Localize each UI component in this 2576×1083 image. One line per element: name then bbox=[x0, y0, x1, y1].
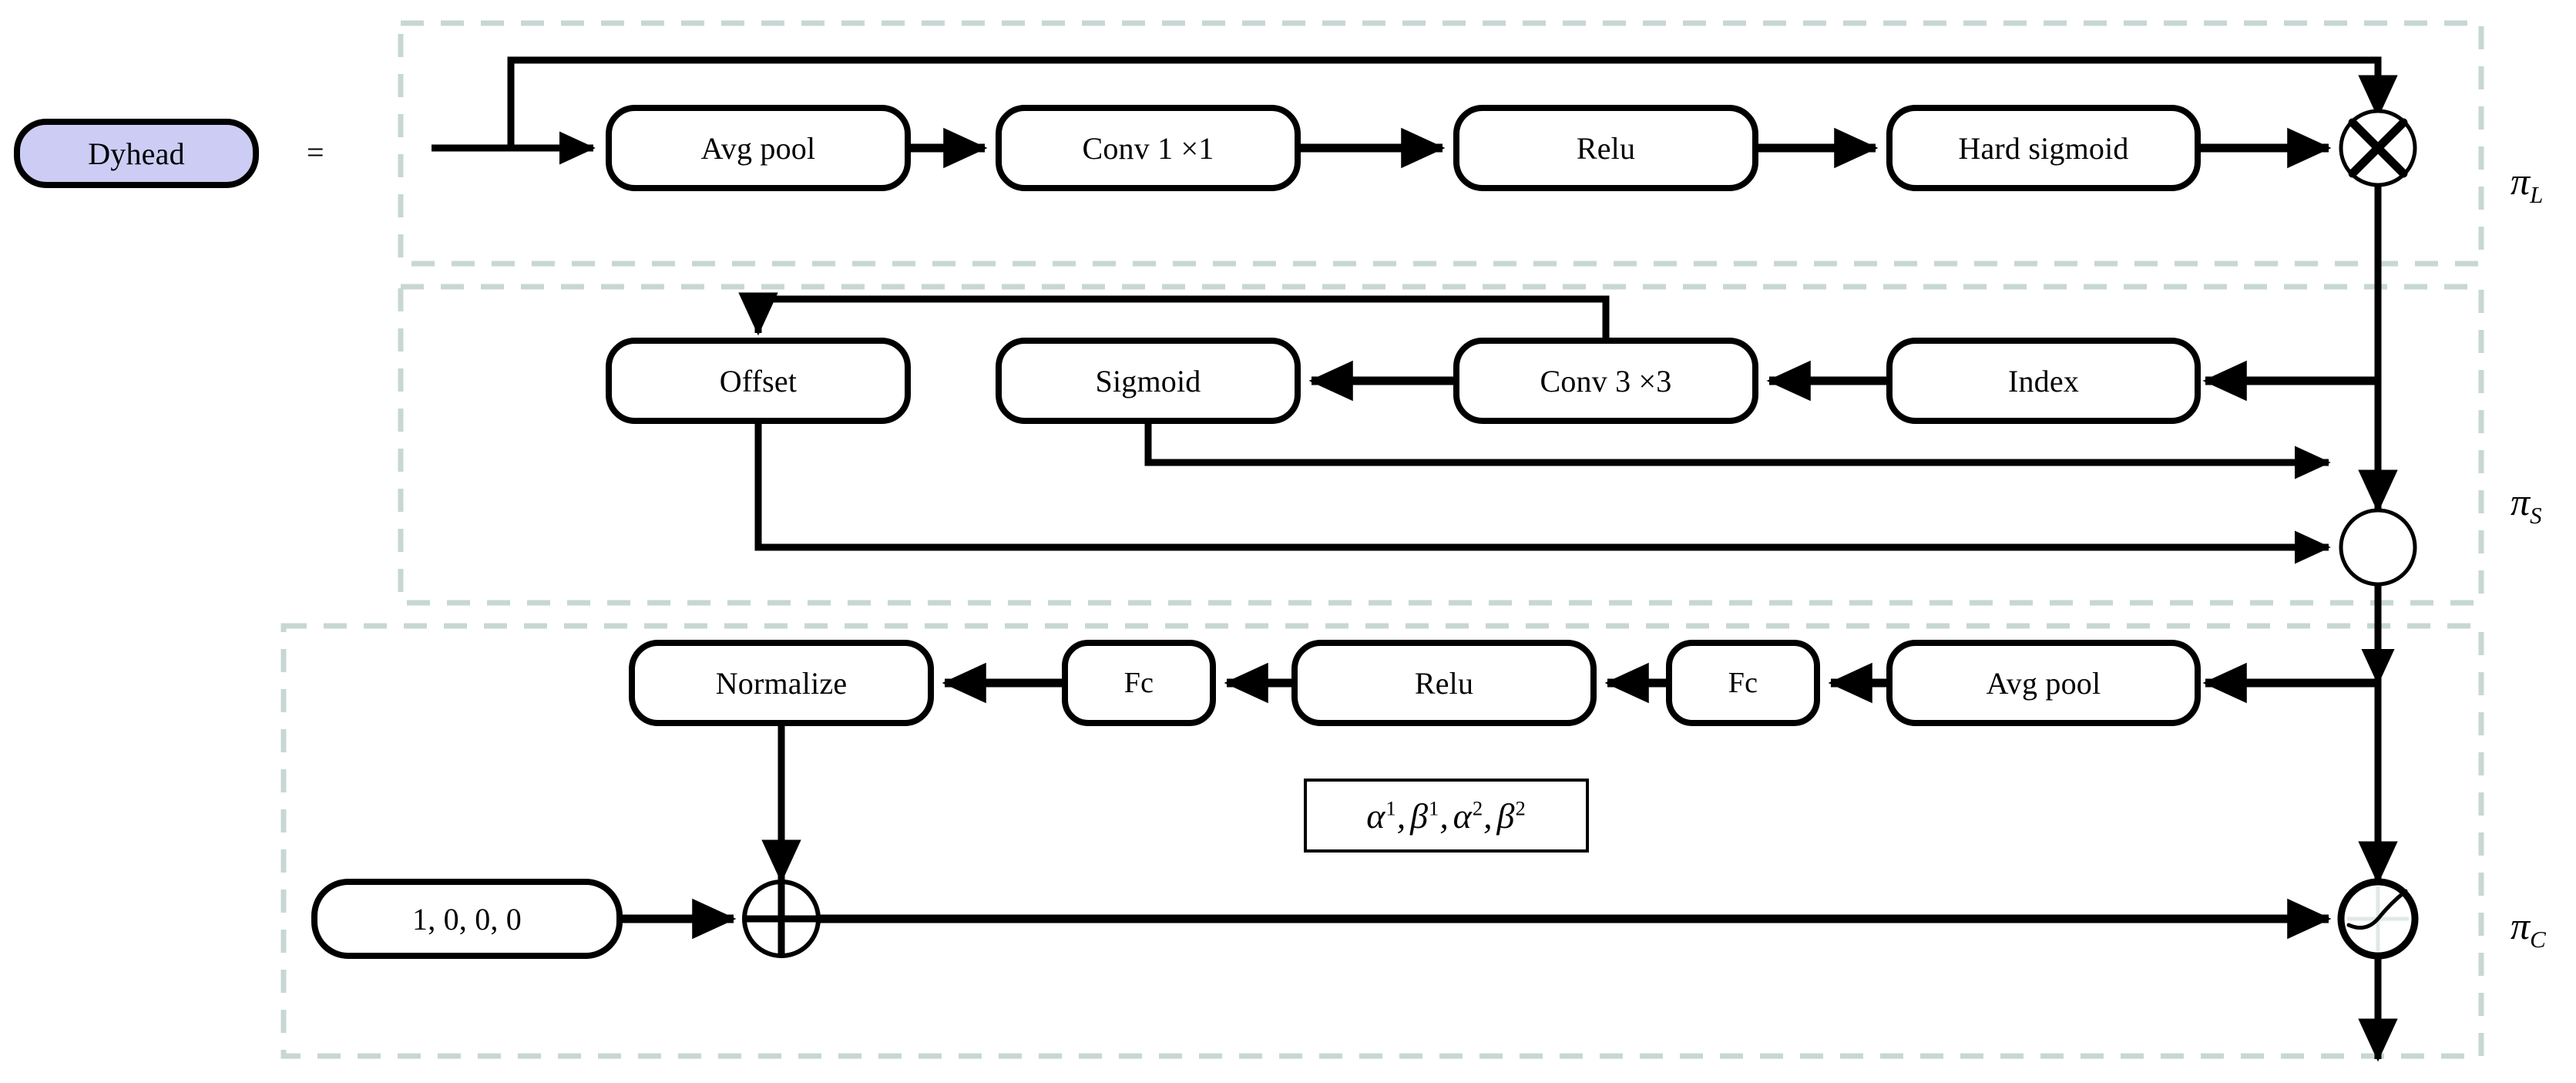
add-operator-glyph bbox=[746, 883, 817, 954]
params-box-shape bbox=[1304, 779, 1589, 853]
edge-offset-to-op bbox=[754, 421, 2331, 564]
node-avg-pool-2-shape bbox=[1886, 640, 2201, 726]
params-alpha1: α1 bbox=[1366, 795, 1397, 836]
params-box-label: α1, β1, α2, β2 bbox=[1305, 780, 1587, 851]
params-beta2: β2 bbox=[1496, 795, 1526, 836]
node-sigmoid-shape bbox=[996, 338, 1301, 424]
init-vector-shape bbox=[311, 879, 623, 959]
equals-sign: = bbox=[307, 135, 324, 170]
activation-operator-curve bbox=[2346, 889, 2408, 930]
params-sep-3: , bbox=[1483, 795, 1497, 836]
group-label-pi-c: πC bbox=[2511, 904, 2546, 953]
node-relu-2-shape bbox=[1291, 640, 1597, 726]
group-label-pi-s: πS bbox=[2511, 480, 2542, 529]
node-hard-sigmoid-shape bbox=[1886, 105, 2201, 191]
node-avg-pool-shape bbox=[606, 105, 911, 191]
edge-conv3-to-offset bbox=[738, 292, 1610, 341]
panel-pi-s bbox=[398, 284, 2484, 606]
group-label-pi-l: πL bbox=[2511, 160, 2544, 208]
panel-pi-c bbox=[280, 623, 2484, 1059]
params-sep-1: , bbox=[1396, 795, 1411, 836]
node-conv-1x1-shape bbox=[996, 105, 1301, 191]
node-fc-2-shape bbox=[1062, 640, 1216, 726]
multiply-operator-glyph bbox=[2348, 118, 2408, 178]
deform-operator-circle bbox=[2339, 508, 2417, 587]
node-normalize-shape bbox=[629, 640, 934, 726]
node-conv-3x3-shape bbox=[1453, 338, 1758, 424]
edge-sigmoid-to-op bbox=[1144, 421, 2331, 479]
dyhead-node-shape bbox=[14, 119, 259, 188]
node-index-shape bbox=[1886, 338, 2201, 424]
params-sep-2: , bbox=[1439, 795, 1453, 836]
node-relu-shape bbox=[1453, 105, 1758, 191]
params-alpha2: α2 bbox=[1453, 795, 1484, 836]
node-offset-shape bbox=[606, 338, 911, 424]
params-beta1: β1 bbox=[1410, 795, 1440, 836]
node-fc-1-shape bbox=[1666, 640, 1820, 726]
edge-skip-pi-l bbox=[507, 56, 2398, 148]
